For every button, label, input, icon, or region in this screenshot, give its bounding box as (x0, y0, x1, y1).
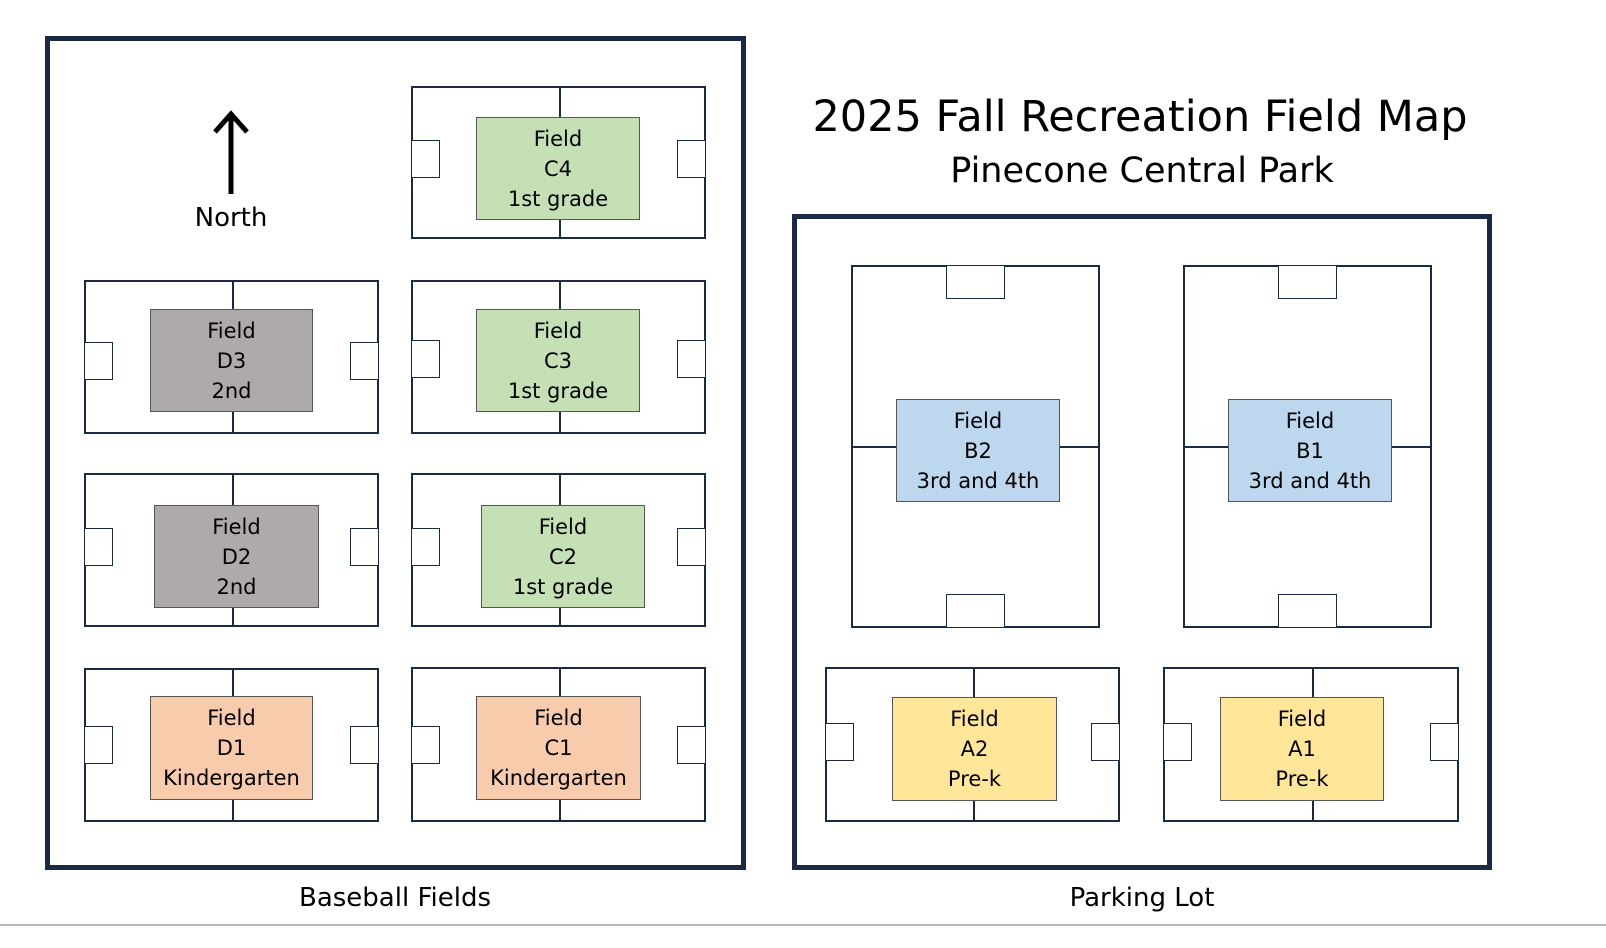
goal-box-west (411, 340, 440, 378)
goal-box-east (677, 726, 706, 764)
north-label: North (194, 203, 268, 233)
goal-box-west (411, 528, 440, 566)
goal-box-north (946, 265, 1005, 299)
goal-box-east (1091, 723, 1120, 761)
goal-box-east (677, 528, 706, 566)
left-region-boundary (45, 36, 746, 870)
map-subtitle: Pinecone Central Park (950, 151, 1334, 191)
right-region-boundary (792, 214, 1492, 870)
bottom-divider (0, 924, 1606, 926)
goal-box-east (350, 528, 379, 566)
goal-box-south (946, 594, 1005, 628)
goal-box-east (1430, 723, 1459, 761)
map-title: 2025 Fall Recreation Field Map (812, 92, 1468, 142)
goal-box-west (825, 723, 854, 761)
goal-box-west (1163, 723, 1192, 761)
goal-box-south (1278, 594, 1337, 628)
baseball-fields-caption: Baseball Fields (298, 883, 492, 913)
goal-box-east (350, 726, 379, 764)
goal-box-west (84, 528, 113, 566)
goal-box-east (350, 342, 379, 380)
parking-lot-caption: Parking Lot (1069, 883, 1215, 913)
north-arrow-icon (213, 110, 249, 194)
goal-box-west (84, 342, 113, 380)
goal-box-west (411, 140, 440, 178)
goal-box-east (677, 140, 706, 178)
goal-box-west (84, 726, 113, 764)
goal-box-west (411, 726, 440, 764)
goal-box-north (1278, 265, 1337, 299)
goal-box-east (677, 340, 706, 378)
